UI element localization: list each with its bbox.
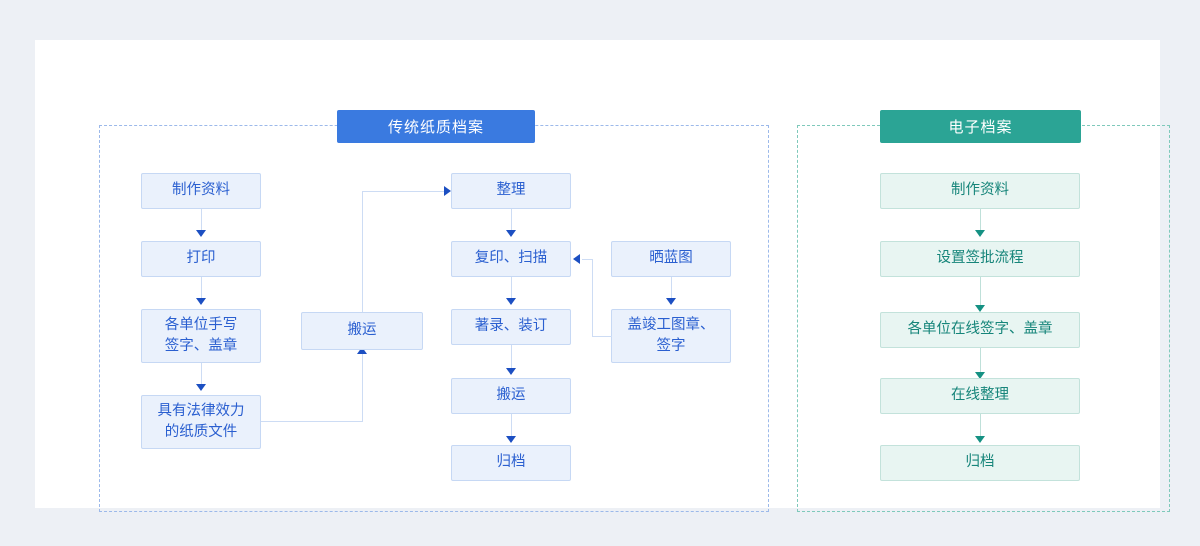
node-sorting[interactable]: 整理	[451, 173, 571, 209]
node-e-make-materials[interactable]: 制作资料	[880, 173, 1080, 209]
connector-copy-scan-to-catalog-bind	[511, 277, 512, 301]
arrow-down-icon	[196, 230, 206, 237]
connector-completion-to-copyscan-h2	[582, 259, 593, 260]
connector-transport-to-sorting-v	[362, 191, 363, 312]
connector-e-make-to-setup-flow	[980, 209, 981, 233]
arrow-down-icon	[975, 372, 985, 379]
panel-title-traditional-paper-archive: 传统纸质档案	[337, 110, 535, 143]
arrow-left-icon	[573, 254, 580, 264]
node-transport-1[interactable]: 搬运	[301, 312, 423, 350]
arrow-down-icon	[506, 298, 516, 305]
node-copy-scan[interactable]: 复印、扫描	[451, 241, 571, 277]
connector-make-materials-to-print	[201, 209, 202, 233]
arrow-down-icon	[196, 384, 206, 391]
connector-e-online-sorting-to-archive	[980, 414, 981, 440]
connector-legal-paper-to-transport-v	[362, 353, 363, 421]
arrow-right-icon	[444, 186, 451, 196]
arrow-down-icon	[975, 305, 985, 312]
connector-transport2-to-archive	[511, 414, 512, 440]
connector-handwritten-sign-to-legal-paper	[201, 363, 202, 387]
connector-blueprint-to-completion-seal	[671, 277, 672, 301]
connector-catalog-bind-to-transport2	[511, 345, 512, 372]
connector-legal-paper-to-transport-h	[261, 421, 363, 422]
arrow-down-icon	[506, 436, 516, 443]
arrow-down-icon	[975, 436, 985, 443]
arrow-down-icon	[975, 230, 985, 237]
diagram-card: 传统纸质档案 电子档案 制作资料 打印 各单位手写 签字、盖章 具有法律效力 的…	[35, 40, 1170, 512]
node-blueprint-exposure[interactable]: 晒蓝图	[611, 241, 731, 277]
panel-title-electronic-archive: 电子档案	[880, 110, 1081, 143]
arrow-down-icon	[196, 298, 206, 305]
node-catalog-binding[interactable]: 著录、装订	[451, 309, 571, 345]
node-e-archive[interactable]: 归档	[880, 445, 1080, 481]
connector-sorting-to-copy-scan	[511, 209, 512, 233]
node-completion-seal-signature[interactable]: 盖竣工图章、 签字	[611, 309, 731, 363]
node-e-online-sorting[interactable]: 在线整理	[880, 378, 1080, 414]
node-e-online-signature-seal[interactable]: 各单位在线签字、盖章	[880, 312, 1080, 348]
connector-e-online-sign-to-online-sorting	[980, 348, 981, 376]
node-make-materials[interactable]: 制作资料	[141, 173, 261, 209]
arrow-down-icon	[506, 230, 516, 237]
node-legally-effective-paper-document[interactable]: 具有法律效力 的纸质文件	[141, 395, 261, 449]
arrow-up-icon	[357, 347, 367, 354]
node-unit-handwritten-signature-seal[interactable]: 各单位手写 签字、盖章	[141, 309, 261, 363]
connector-e-setup-to-online-sign	[980, 277, 981, 308]
connector-print-to-handwritten-sign	[201, 277, 202, 301]
node-print[interactable]: 打印	[141, 241, 261, 277]
arrow-down-icon	[506, 368, 516, 375]
connector-completion-to-copyscan-h1	[592, 336, 612, 337]
node-transport-2[interactable]: 搬运	[451, 378, 571, 414]
node-e-setup-approval-flow[interactable]: 设置签批流程	[880, 241, 1080, 277]
arrow-down-icon	[666, 298, 676, 305]
connector-completion-to-copyscan-v	[592, 259, 593, 336]
connector-transport-to-sorting-h	[362, 191, 446, 192]
node-archive-paper[interactable]: 归档	[451, 445, 571, 481]
